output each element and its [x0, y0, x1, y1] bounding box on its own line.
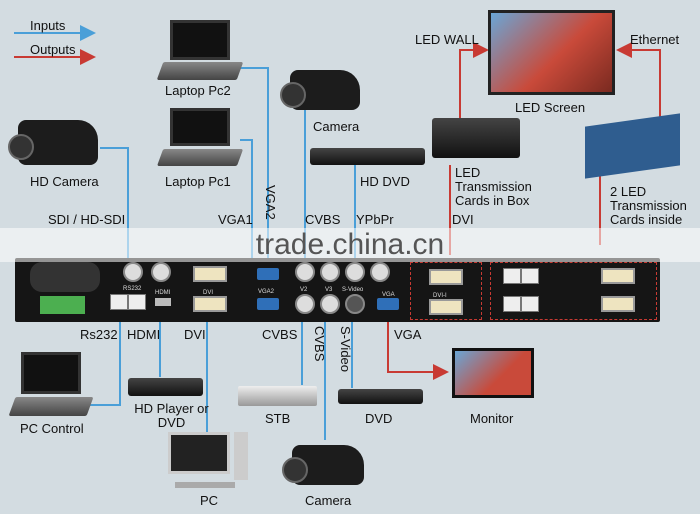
vga2-port [257, 298, 279, 310]
ethernet-label: Ethernet [630, 32, 680, 47]
svideo-panel-label: S-Video [342, 287, 364, 293]
laptop-pc2-icon [156, 20, 244, 80]
led-screen-icon [488, 10, 615, 95]
v2-port [295, 294, 315, 314]
vga-out-panel-label: VGA [382, 292, 395, 298]
hdmi-label: HDMI [127, 327, 161, 342]
bottom-camera-label: Camera [305, 493, 352, 508]
dvi-out-port-1 [429, 269, 463, 285]
camera-icon [280, 70, 360, 110]
svideo-label: S-Video [338, 326, 353, 373]
dvii-panel-label: DVI-I [433, 293, 447, 299]
card-dvi-port [601, 296, 635, 312]
dvi-panel-label: DVI [203, 290, 214, 296]
vga2-panel-label: VGA2 [258, 289, 275, 295]
rs232-port-2 [128, 294, 146, 310]
led-box-icon [432, 118, 520, 158]
ethernet-port [503, 268, 521, 284]
pc-control-label: PC Control [20, 421, 84, 436]
led-box-label: LED Transmission Cards in Box [455, 165, 532, 208]
sdi-port-label: SDI / HD-SDI [48, 212, 126, 227]
video-processor-rear-panel: RS232 HDMI DVI VGA2 V2 V3 S-Video VGA DV… [15, 258, 660, 322]
ethernet-port [521, 268, 539, 284]
hdmi-panel-label: HDMI [155, 290, 171, 296]
rs232-port-1 [110, 294, 128, 310]
cvbs-label: CVBS [262, 327, 298, 342]
led-wall-label: LED WALL [415, 32, 479, 47]
hd-camera-label: HD Camera [30, 174, 99, 189]
camera-label: Camera [313, 119, 360, 134]
stb-icon [238, 386, 317, 406]
cvbs-port [295, 262, 315, 282]
led-screen-label: LED Screen [515, 100, 586, 115]
dvi-out-port-label: DVI [452, 212, 474, 227]
rs232-label: Rs232 [80, 327, 118, 342]
stb-label: STB [265, 411, 291, 426]
legend-outputs: Outputs [30, 42, 76, 57]
led-card-module [490, 262, 657, 320]
vga-out-port [377, 298, 399, 310]
dvi-output-module: DVI-I [410, 262, 482, 320]
rs232-panel-label: RS232 [123, 286, 142, 292]
legend-inputs: Inputs [30, 18, 66, 33]
ypbpr-port-label: YPbPr [356, 212, 394, 227]
hd-camera-icon [8, 120, 98, 165]
dvd-label: DVD [365, 411, 393, 426]
laptop-pc2-label: Laptop Pc2 [165, 83, 231, 98]
laptop-pc1-icon [156, 108, 244, 166]
sdi-port-1 [123, 262, 143, 282]
monitor-icon [452, 348, 534, 398]
v2-panel-label: V2 [300, 287, 308, 293]
pc-tower-icon [234, 432, 248, 480]
cvbs-vertical-label: CVBS [312, 326, 327, 362]
relay-terminal [40, 296, 85, 314]
bottom-camera-icon [282, 445, 364, 485]
dvi-in-port-1 [193, 266, 227, 282]
vga-out-label: VGA [394, 327, 422, 342]
dvd-icon [338, 389, 423, 404]
hd-dvd-label: HD DVD [360, 174, 410, 189]
laptop-pc1-label: Laptop Pc1 [165, 174, 231, 189]
watermark: trade.china.cn [0, 228, 700, 262]
sdi-port-2 [151, 262, 171, 282]
vga2-port-label: VGA2 [263, 185, 278, 220]
keyboard-icon [175, 482, 235, 488]
power-socket [30, 262, 100, 292]
ypbpr-port-pb [345, 262, 365, 282]
hd-player-icon [128, 378, 203, 396]
ypbpr-port-y [320, 262, 340, 282]
vga1-port [257, 268, 279, 280]
vga1-port-label: VGA1 [218, 212, 253, 227]
hd-player-label: HD Player or DVD [134, 401, 209, 430]
v3-panel-label: V3 [325, 287, 333, 293]
svideo-port [345, 294, 365, 314]
pc-label: PC [200, 493, 219, 508]
dvi-out-port-2 [429, 299, 463, 315]
pc-control-laptop-icon [8, 352, 94, 416]
led-cards-label: 2 LED Transmission Cards inside [610, 184, 687, 227]
hdmi-port [155, 298, 171, 306]
dvi-in-port-2 [193, 296, 227, 312]
ethernet-port [521, 296, 539, 312]
cvbs-port-label: CVBS [305, 212, 341, 227]
ethernet-port [503, 296, 521, 312]
monitor-label: Monitor [470, 411, 514, 426]
card-dvi-port [601, 268, 635, 284]
dvi-in-label: DVI [184, 327, 206, 342]
v3-port [320, 294, 340, 314]
pc-icon [168, 432, 230, 474]
hd-dvd-icon [310, 148, 425, 165]
ypbpr-port-pr [370, 262, 390, 282]
